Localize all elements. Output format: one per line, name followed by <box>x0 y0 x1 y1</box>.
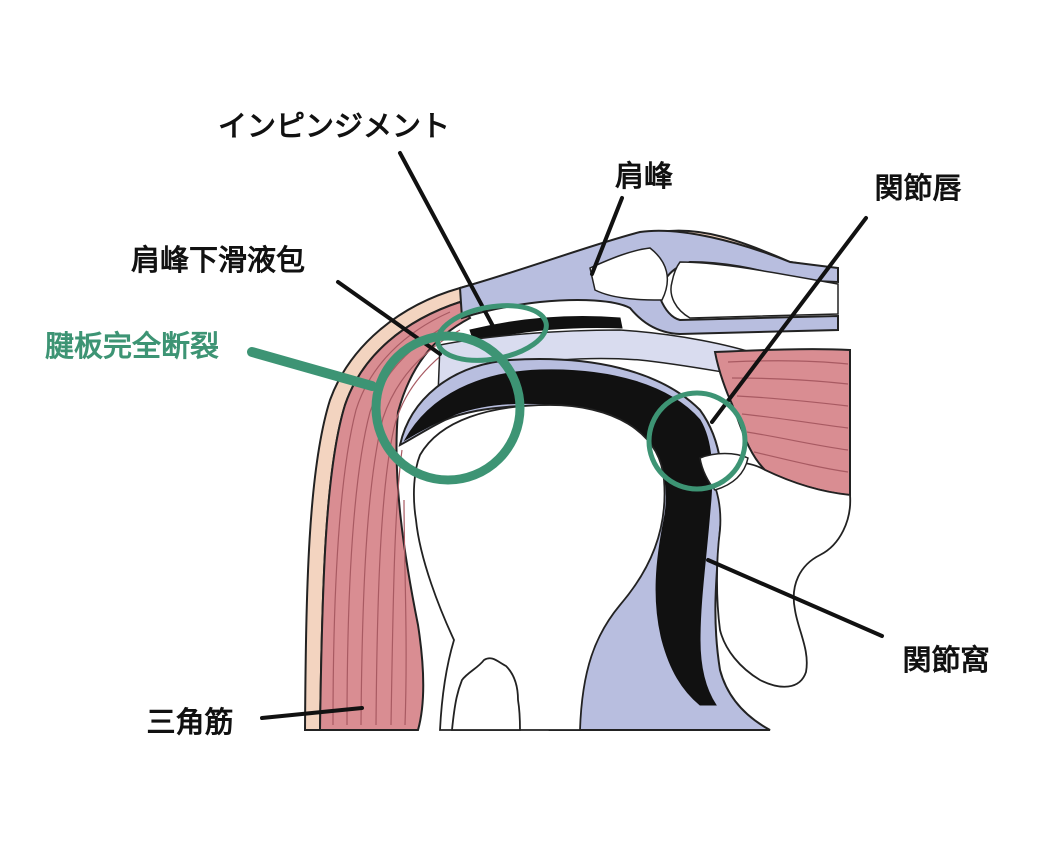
label-glenoid: 関節窩 <box>902 643 989 677</box>
clavicle-gap <box>670 261 839 319</box>
leader-glenoid <box>706 558 884 638</box>
humeral-head <box>413 404 666 731</box>
leader-lines <box>260 151 884 720</box>
label-bursa: 肩峰下滑液包 <box>131 243 305 277</box>
scapula <box>706 461 852 688</box>
label-labrum: 関節唇 <box>874 171 961 205</box>
leader-impingement <box>398 151 496 330</box>
label-tear: 腱板完全断裂 <box>45 329 219 363</box>
leader-labrum <box>710 216 868 424</box>
labrum-circle <box>646 390 748 492</box>
tear-circle <box>371 331 525 485</box>
leader-deltoid <box>260 706 364 720</box>
deltoid-fibers <box>332 311 463 726</box>
leader-tear <box>247 347 377 391</box>
leader-acromion <box>590 196 624 276</box>
label-deltoid: 三角筋 <box>146 705 233 739</box>
lesser-bone-fragment <box>451 657 521 731</box>
labrum-shape <box>699 452 749 491</box>
label-acromion: 肩峰 <box>615 159 673 193</box>
label-impingement: インピンジメント <box>218 109 450 143</box>
highlight-marks <box>247 303 748 492</box>
acromion-inner <box>589 247 669 301</box>
